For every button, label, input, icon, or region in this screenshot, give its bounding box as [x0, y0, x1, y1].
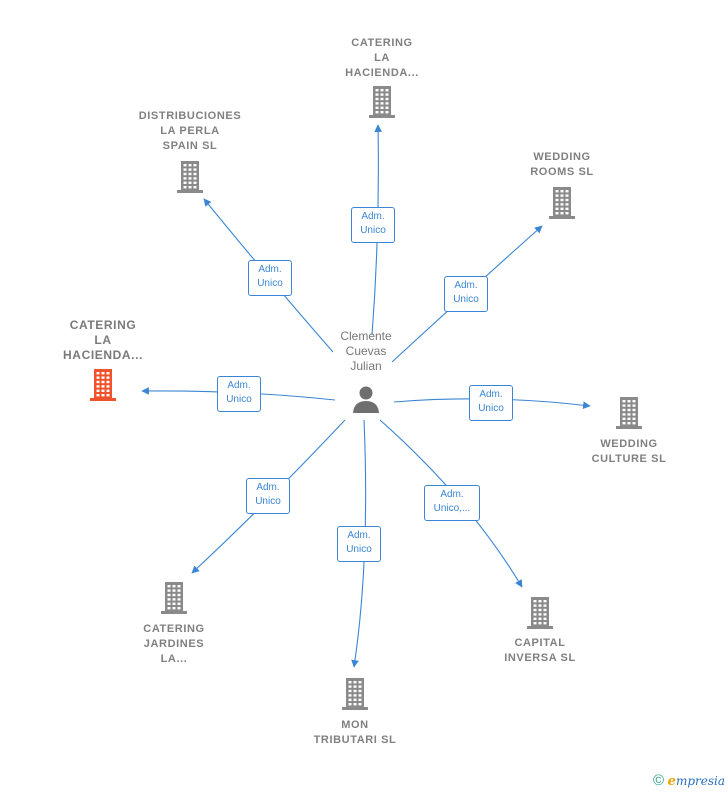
role-badge-catering-left[interactable]: Adm. Unico — [217, 376, 261, 412]
role-badge-distribuciones[interactable]: Adm. Unico — [248, 260, 292, 296]
company-label-capital-inversa[interactable]: CAPITAL INVERSA SL — [470, 636, 610, 666]
person-name-line: Clemente — [340, 329, 392, 343]
company-label-line: TRIBUTARI SL — [313, 734, 397, 746]
company-label-line: WEDDING — [600, 438, 658, 450]
company-label-line: JARDINES — [143, 638, 205, 650]
company-label-line: SPAIN SL — [162, 140, 218, 152]
building-icon-catering-jardines[interactable] — [159, 581, 189, 615]
company-label-catering-jardines[interactable]: CATERING JARDINES LA... — [104, 622, 244, 667]
building-icon-distribuciones[interactable] — [175, 160, 205, 194]
building-icon-wedding-culture[interactable] — [614, 396, 644, 430]
company-label-line: WEDDING — [533, 151, 591, 163]
role-badge-catering-jardines[interactable]: Adm. Unico — [246, 478, 290, 514]
company-label-line: HACIENDA... — [63, 348, 143, 362]
role-badge-line: Unico — [257, 278, 283, 289]
company-label-line: CATERING — [351, 37, 413, 49]
role-badge-line: Adm. — [361, 211, 385, 222]
company-label-catering-top[interactable]: CATERING LA HACIENDA... — [312, 36, 452, 81]
role-badge-line: Unico — [478, 403, 504, 414]
person-name-line: Cuevas — [345, 344, 387, 358]
person-name-line: Julian — [350, 359, 382, 373]
company-label-line: LA — [374, 52, 390, 64]
role-badge-line: Adm. — [256, 482, 280, 493]
role-badge-mon-tributari[interactable]: Adm. Unico — [337, 526, 381, 562]
building-icon-catering-top[interactable] — [367, 85, 397, 119]
empresia-logo-initial: e — [667, 774, 676, 789]
role-badge-line: Unico — [226, 394, 252, 405]
role-badge-line: Adm. — [347, 530, 371, 541]
role-badge-line: Adm. — [227, 380, 251, 391]
building-icon-wedding-rooms[interactable] — [547, 186, 577, 220]
company-label-line: LA — [94, 333, 112, 347]
company-label-line: CULTURE SL — [591, 453, 667, 465]
copyright-icon: © — [652, 772, 665, 789]
company-label-wedding-culture[interactable]: WEDDING CULTURE SL — [559, 437, 699, 467]
company-label-line: CATERING — [143, 623, 205, 635]
company-label-line: HACIENDA... — [345, 67, 419, 79]
role-badge-line: Unico — [346, 544, 372, 555]
person-icon[interactable] — [351, 384, 381, 414]
company-label-line: CATERING — [69, 318, 137, 332]
company-label-line: ROOMS SL — [530, 166, 594, 178]
role-badge-catering-top[interactable]: Adm. Unico — [351, 207, 395, 243]
company-label-wedding-rooms[interactable]: WEDDING ROOMS SL — [492, 150, 632, 180]
building-icon-capital-inversa[interactable] — [525, 596, 555, 630]
building-icon-mon-tributari[interactable] — [340, 677, 370, 711]
company-label-line: LA PERLA — [160, 125, 220, 137]
role-badge-wedding-culture[interactable]: Adm. Unico — [469, 385, 513, 421]
building-icon-catering-left[interactable] — [88, 368, 118, 402]
role-badge-wedding-rooms[interactable]: Adm. Unico — [444, 276, 488, 312]
company-label-line: DISTRIBUCIONES — [138, 110, 242, 122]
role-badge-line: Unico — [453, 294, 479, 305]
empresia-footer[interactable]: © empresia — [653, 772, 725, 789]
company-label-line: INVERSA SL — [504, 652, 576, 664]
role-badge-line: Adm. — [479, 389, 503, 400]
role-badge-line: Adm. — [440, 489, 464, 500]
role-badge-line: Unico,... — [433, 503, 471, 514]
company-label-line: LA... — [160, 653, 188, 665]
empresia-logo-text: mpresia — [675, 774, 725, 788]
role-badge-line: Adm. — [454, 280, 478, 291]
company-label-line: CAPITAL — [514, 637, 566, 649]
role-badge-line: Adm. — [258, 264, 282, 275]
company-label-distribuciones[interactable]: DISTRIBUCIONES LA PERLA SPAIN SL — [120, 109, 260, 154]
company-label-line: MON — [341, 719, 369, 731]
role-badge-capital-inversa[interactable]: Adm. Unico,... — [424, 485, 480, 521]
company-label-mon-tributari[interactable]: MON TRIBUTARI SL — [285, 718, 425, 748]
role-badge-line: Unico — [255, 496, 281, 507]
role-badge-line: Unico — [360, 225, 386, 236]
